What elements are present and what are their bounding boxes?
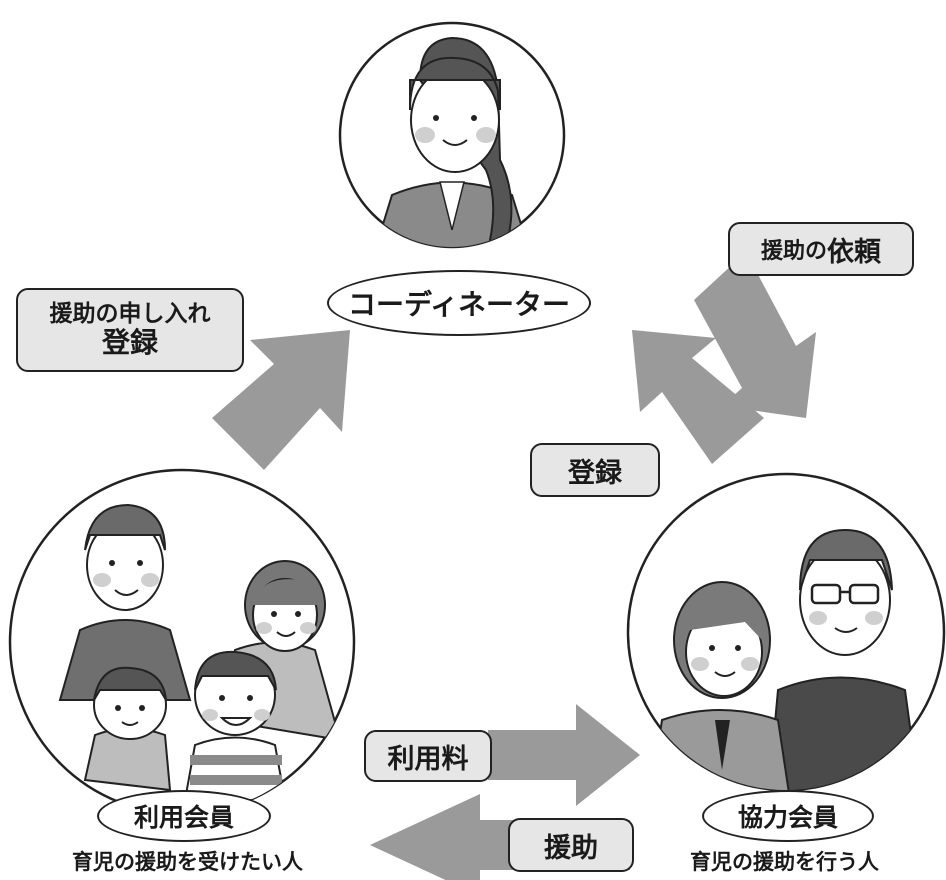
arrow-fee-to-helper [488, 704, 640, 806]
user-member-description: 育児の援助を受けたい人 [72, 850, 303, 874]
helper-registration-label: 登録 [568, 457, 622, 489]
application-label: 援助の申し入れ [49, 300, 211, 327]
fee-box: 利用料 [364, 730, 492, 782]
coordinator-label: コーディネーター [347, 288, 571, 321]
fee-label: 利用料 [387, 743, 469, 775]
request-emphasis: 依頼 [827, 236, 881, 268]
arrow-user-to-coordinator [212, 330, 350, 470]
helper-member-description: 育児の援助を行う人 [690, 850, 879, 874]
application-registration-box: 援助の申し入れ 登録 [16, 288, 244, 372]
coordinator-oval: コーディネーター [327, 270, 591, 336]
helper-registration-box: 登録 [530, 443, 660, 497]
assistance-label: 援助 [544, 832, 598, 864]
arrow-coordinator-to-helper [694, 252, 816, 418]
user-member-illustration [8, 468, 356, 816]
user-member-label: 利用会員 [133, 803, 234, 832]
assistance-box: 援助 [508, 818, 634, 872]
helper-member-label: 協力会員 [737, 803, 838, 832]
application-registration-label: 登録 [101, 326, 158, 360]
user-member-oval: 利用会員 [97, 790, 271, 842]
coordinator-illustration [338, 21, 566, 249]
arrow-helper-to-coordinator [632, 330, 764, 464]
helper-member-illustration [626, 472, 946, 792]
helper-member-oval: 協力会員 [702, 790, 874, 842]
request-prefix: 援助の [760, 239, 827, 264]
request-box: 援助の 依頼 [728, 222, 914, 276]
